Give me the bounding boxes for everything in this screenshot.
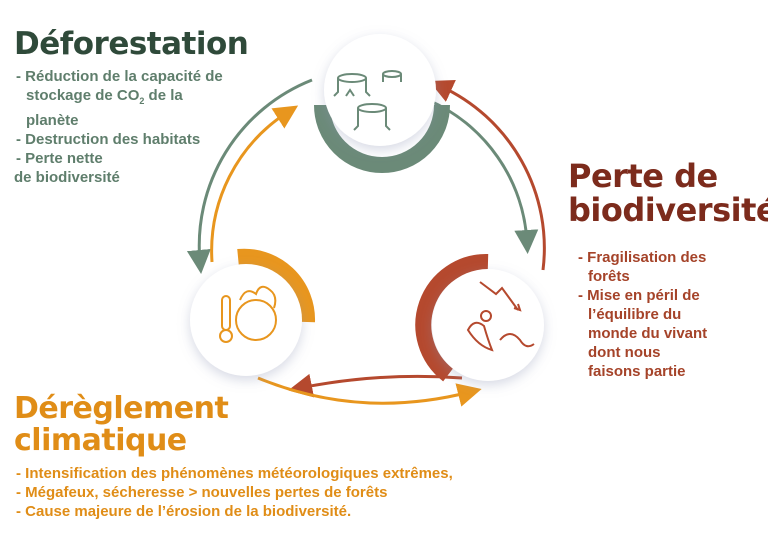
climate-title: Dérèglement climatique: [14, 391, 229, 458]
deforestation-item: planète: [26, 112, 79, 129]
deforestation-title: Déforestation: [14, 26, 249, 62]
burning-earth-thermometer-icon: [219, 285, 277, 343]
climate-list: - Intensification des phénomènes météoro…: [16, 464, 453, 521]
biodiversity-item: forêts: [588, 268, 630, 285]
arrow-biodiversity-to-deforestation: [429, 80, 546, 271]
biodiversity-item: - Mise en péril de: [578, 287, 700, 304]
arrow-climate-to-biodiversity: [257, 376, 482, 407]
biodiversity-arc: [415, 253, 489, 382]
climate-item: - Mégafeux, sécheresse > nouvelles perte…: [16, 484, 388, 501]
arrow-climate-to-deforestation: [210, 105, 299, 263]
biodiversity-item: monde du vivant: [588, 325, 708, 342]
title-line: biodiversité: [568, 190, 768, 229]
subscript: 2: [139, 96, 145, 106]
climate-node: [190, 264, 302, 376]
biodiversity-title: Perte de biodiversité: [568, 157, 768, 229]
biodiversity-item: - Fragilisation des: [578, 249, 707, 266]
arrow-biodiversity-to-climate: [288, 373, 463, 398]
deforestation-arc: [314, 104, 450, 173]
deforestation-item: stockage de CO2 de la: [16, 86, 223, 111]
deforestation-item: - Perte nette: [16, 150, 103, 167]
text: stockage de CO: [26, 87, 140, 104]
deforestation-node: [324, 34, 436, 146]
biodiversity-item: l’équilibre du: [588, 306, 682, 323]
biodiversity-item: dont nous: [588, 344, 661, 361]
deforestation-item: - Destruction des habitats: [16, 131, 201, 148]
title-line: Dérèglement: [14, 391, 229, 426]
climate-arc: [237, 248, 316, 323]
climate-item: - Cause majeure de l’érosion de la biodi…: [16, 503, 352, 520]
biodiversity-item: faisons partie: [588, 363, 686, 380]
arrow-deforestation-to-climate: [186, 78, 313, 274]
deforestation-item: de biodiversité: [14, 169, 120, 186]
deforestation-list: - Réduction de la capacité de stockage d…: [14, 67, 223, 187]
title-line: climatique: [14, 422, 187, 458]
declining-species-icon: [466, 281, 535, 352]
tree-stumps-icon: [333, 70, 402, 131]
text: de la: [144, 87, 183, 104]
title-line: Perte de: [568, 157, 718, 195]
biodiversity-node: [432, 269, 544, 381]
biodiversity-list: - Fragilisation des forêts - Mise en pér…: [578, 248, 707, 381]
climate-item: - Intensification des phénomènes météoro…: [16, 465, 453, 482]
deforestation-item: - Réduction de la capacité de: [16, 68, 223, 85]
